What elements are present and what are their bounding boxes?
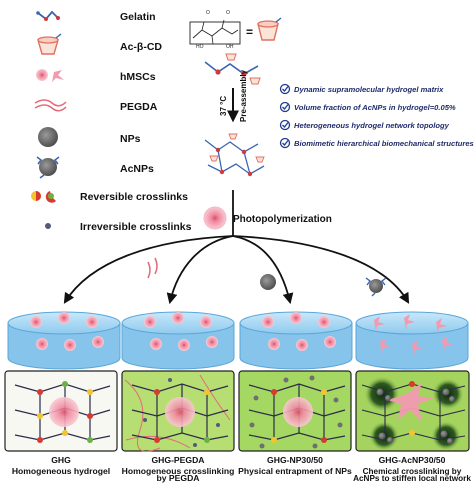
ac-beta-cd-structure: O O HO OH — [189, 10, 241, 50]
group-name: GHG-NP30/50 — [267, 455, 323, 465]
feature-text: Heterogeneous hydrogel network topology — [294, 121, 450, 130]
legend-label-gelatin: Gelatin — [120, 11, 156, 23]
irreversible-crosslink-icon — [45, 223, 51, 229]
pre-assembled-network — [204, 133, 265, 177]
legend-label-reversible-crosslinks: Reversible crosslinks — [80, 191, 188, 203]
feature-item: Heterogeneous hydrogel network topology — [279, 119, 450, 131]
reversible-crosslink-icon — [31, 191, 56, 203]
dish-ghg-acnp — [355, 311, 469, 370]
photopolymerization-cell — [203, 206, 227, 230]
ac-beta-cd-icon — [37, 33, 62, 55]
branch-arrows — [63, 190, 410, 305]
np-additive-icon — [260, 274, 276, 290]
dish-ghg-pegda — [121, 311, 235, 370]
group-desc: AcNPs to stiffen local network — [353, 474, 471, 483]
panel-ghg-pegda — [121, 370, 235, 452]
group-desc: Homogeneous hydrogel — [12, 466, 110, 476]
legend-label-pegda: PEGDA — [120, 101, 158, 113]
group-desc: Chemical crosslinking by — [363, 467, 462, 476]
acnp-icon — [36, 156, 60, 179]
group-desc: Physical entrapment of NPs — [238, 466, 352, 476]
feature-text: Volume fraction of AcNPs in hydrogel=0.0… — [294, 103, 456, 112]
panel-ghg-acnp — [355, 370, 470, 452]
legend-label-ac-beta-cd: Ac-β-CD — [120, 41, 162, 53]
panel-ghg — [4, 370, 118, 452]
group-desc: Homogeneous crosslinking — [122, 466, 235, 476]
feature-item: Volume fraction of AcNPs in hydrogel=0.0… — [279, 101, 456, 113]
pegda-icon — [34, 99, 67, 112]
gelatin-chain-small — [204, 53, 261, 85]
feature-item: Biomimetic hierarchical biomechanical st… — [279, 137, 474, 149]
ac-beta-cd-cup-icon — [257, 17, 282, 41]
feature-text: Dynamic supramolecular hydrogel matrix — [294, 85, 444, 94]
hmsc-icon — [36, 69, 64, 82]
dish-ghg-np — [239, 311, 353, 370]
panel-ghg-np — [238, 370, 352, 452]
legend-label-nps: NPs — [120, 133, 141, 145]
svg-text:O: O — [206, 10, 210, 16]
legend-label-acnps: AcNPs — [120, 163, 154, 175]
svg-text:O: O — [226, 10, 230, 16]
reversible-crosslink-marks — [37, 381, 93, 443]
acnp-additive-icon — [365, 277, 387, 297]
pre-assembly-label: Pre-assembly — [239, 69, 248, 122]
pegda-additive-icon — [147, 257, 158, 279]
temperature-label: 37 °C — [219, 96, 228, 116]
group-name: GHG-AcNP30/50 — [379, 455, 446, 465]
photopolymerization-label: Photopolymerization — [233, 214, 332, 225]
legend-label-irreversible-crosslinks: Irreversible crosslinks — [80, 221, 192, 233]
group-name: GHG — [51, 455, 71, 465]
dish-ghg — [7, 311, 121, 370]
group-name: GHG-PEGDA — [152, 455, 205, 465]
feature-text: Biomimetic hierarchical biomechanical st… — [294, 139, 474, 148]
group-captions: GHG Homogeneous hydrogel GHG-PEGDA Homog… — [12, 455, 472, 483]
gelatin-icon — [36, 10, 60, 21]
np-icon — [38, 127, 58, 147]
equals-sign: = — [246, 25, 253, 39]
feature-list: Dynamic supramolecular hydrogel matrix V… — [279, 83, 474, 149]
svg-text:HO: HO — [196, 44, 204, 50]
svg-text:OH: OH — [226, 44, 234, 50]
legend-label-hmscs: hMSCs — [120, 71, 156, 83]
feature-item: Dynamic supramolecular hydrogel matrix — [279, 83, 444, 95]
group-desc: by PEGDA — [157, 473, 200, 483]
legend: Gelatin Ac-β-CD hMSCs PEGDA NPs — [31, 10, 192, 233]
